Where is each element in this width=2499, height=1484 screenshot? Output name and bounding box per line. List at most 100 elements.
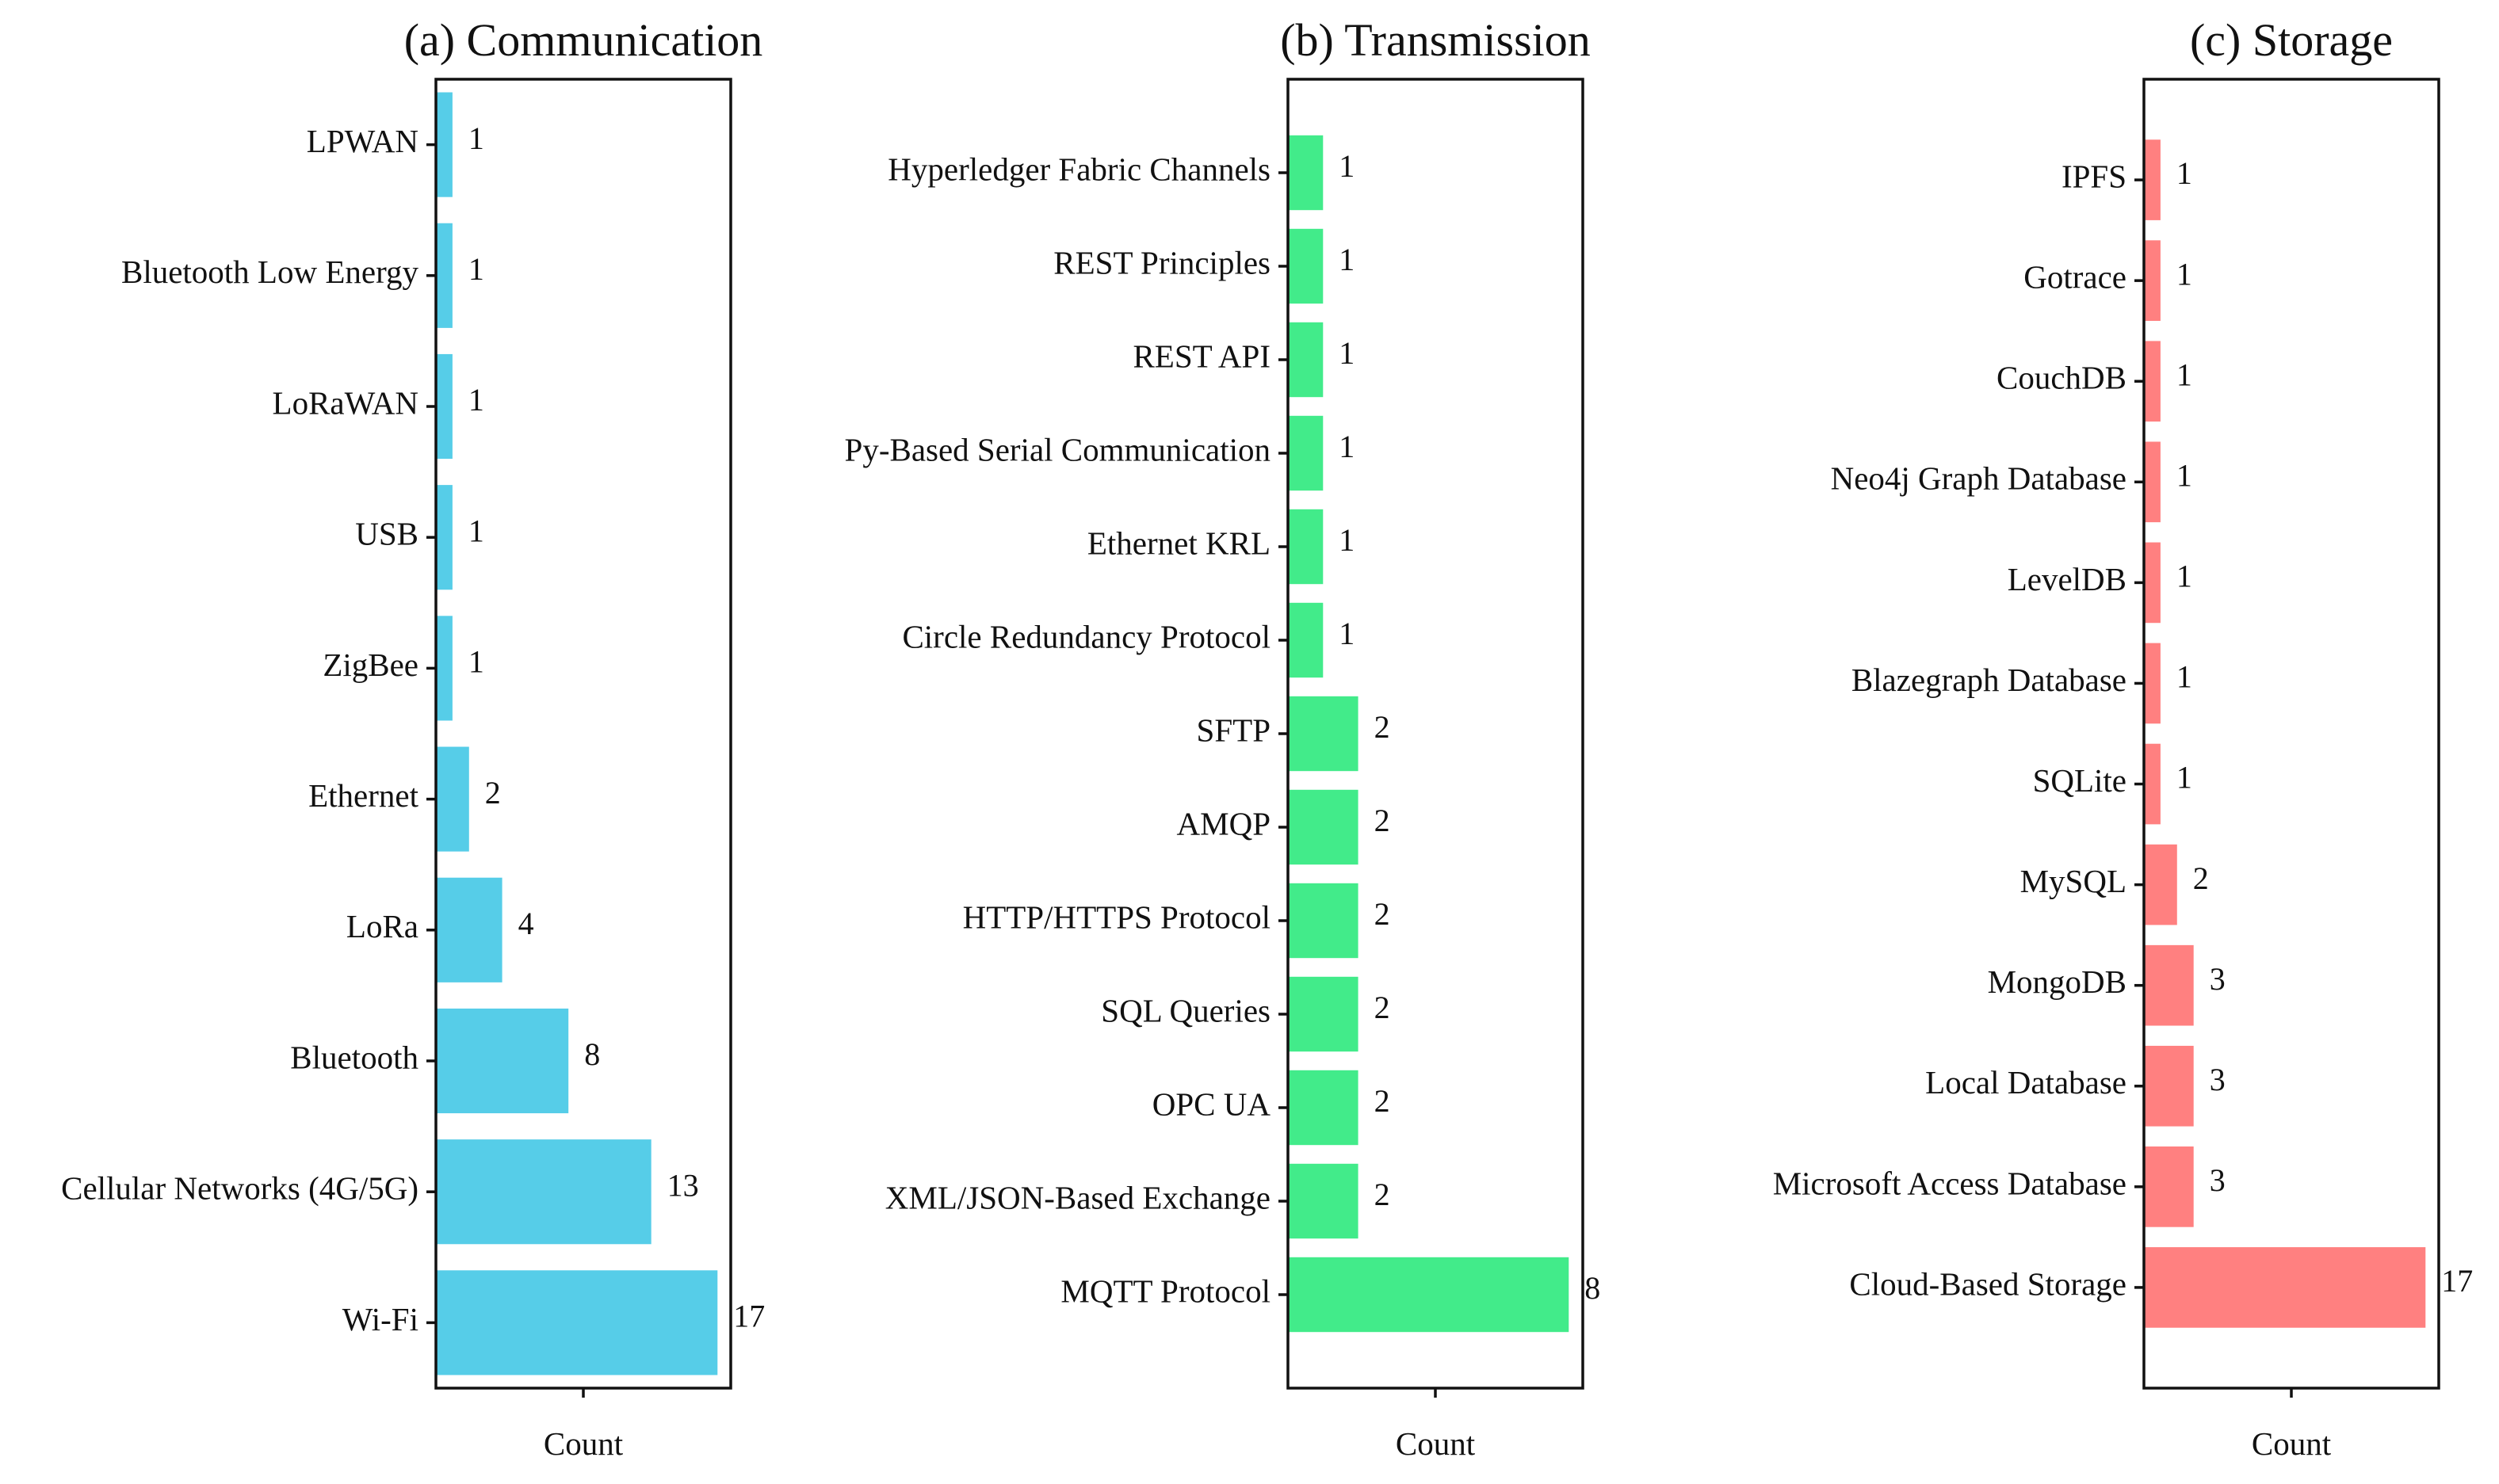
bar (2144, 944, 2194, 1026)
y-tick-label: LoRa (346, 908, 418, 944)
data-label: 1 (2176, 457, 2192, 493)
y-tick-label: Cellular Networks (4G/5G) (61, 1170, 418, 1207)
y-tick-label: MySQL (2020, 863, 2126, 899)
y-tick-label: LPWAN (307, 123, 418, 159)
data-label: 1 (1339, 148, 1355, 184)
data-label: 4 (518, 906, 534, 941)
bar (436, 877, 502, 982)
bar (2144, 139, 2161, 220)
bar (2144, 240, 2161, 321)
bar (2144, 1247, 2426, 1328)
data-label: 3 (2210, 961, 2226, 997)
bar (1288, 228, 1324, 304)
y-tick-label: MongoDB (1988, 963, 2126, 1000)
bar (1288, 1070, 1358, 1146)
y-tick-label: SQLite (2033, 762, 2126, 799)
data-label: 1 (468, 644, 484, 680)
y-tick-label: Bluetooth Low Energy (121, 254, 419, 290)
bar (1288, 602, 1324, 678)
data-label: 1 (468, 513, 484, 548)
data-label: 1 (2176, 357, 2192, 392)
x-axis-label: Count (544, 1425, 624, 1462)
y-tick-label: Wi-Fi (342, 1301, 418, 1337)
data-label: 2 (1374, 990, 1390, 1025)
data-label: 13 (667, 1167, 699, 1203)
y-tick-label: SFTP (1197, 711, 1271, 748)
data-label: 2 (1374, 1083, 1390, 1119)
data-label: 2 (2193, 860, 2209, 896)
x-axis-label: Count (1396, 1425, 1476, 1462)
y-tick-label: ZigBee (323, 647, 418, 683)
y-ticks (2134, 178, 2144, 1289)
data-label: 2 (1374, 803, 1390, 838)
bar (2144, 1146, 2194, 1227)
y-tick-label: HTTP/HTTPS Protocol (963, 898, 1271, 935)
bar (436, 1139, 651, 1245)
y-tick-label: XML/JSON-Based Exchange (885, 1179, 1271, 1215)
data-label: 1 (2176, 256, 2192, 292)
y-tick-label: Bluetooth (290, 1039, 418, 1075)
y-tick-label: CouchDB (1997, 360, 2126, 396)
data-label: 1 (2176, 760, 2192, 795)
y-tick-label: MQTT Protocol (1060, 1272, 1271, 1309)
panel-communication: (a) Communication LPWAN Bluetooth Low Ene… (61, 14, 765, 1462)
y-tick-label: Cloud-Based Storage (1849, 1265, 2126, 1302)
data-label: 8 (584, 1036, 600, 1072)
bar (436, 92, 453, 197)
bar (436, 353, 453, 460)
data-label: 2 (485, 775, 501, 811)
data-label: 17 (733, 1299, 765, 1334)
y-ticks (1278, 171, 1288, 1296)
data-label: 1 (1339, 242, 1355, 277)
y-tick-label: LevelDB (2008, 561, 2126, 597)
bar (1288, 1257, 1569, 1333)
y-tick-label: IPFS (2061, 158, 2126, 194)
data-label: 1 (1339, 335, 1355, 371)
data-label: 8 (1584, 1270, 1600, 1306)
bar (2144, 643, 2161, 724)
data-label: 2 (1374, 1177, 1390, 1212)
data-label: 1 (468, 251, 484, 287)
bar (1288, 789, 1358, 865)
data-label: 1 (2176, 155, 2192, 191)
chart-title: (b) Transmission (1280, 14, 1591, 66)
y-tick-label: Blazegraph Database (1851, 662, 2126, 698)
bar (1288, 883, 1358, 959)
data-label: 17 (2441, 1263, 2473, 1299)
y-tick-label: LoRaWAN (273, 384, 418, 421)
bar (1288, 135, 1324, 211)
data-label: 1 (468, 120, 484, 156)
x-axis-label: Count (2252, 1425, 2332, 1462)
y-tick-label: Ethernet (308, 777, 418, 814)
bar (1288, 976, 1358, 1052)
bars (1288, 135, 1569, 1333)
bar (2144, 1045, 2194, 1127)
data-label: 1 (1339, 522, 1355, 558)
y-tick-label: REST API (1133, 338, 1271, 374)
y-tick-label: Circle Redundancy Protocol (902, 618, 1271, 654)
bar (2144, 341, 2161, 422)
bars (2144, 139, 2426, 1328)
y-ticks (426, 143, 436, 1325)
y-tick-label: Microsoft Access Database (1773, 1165, 2126, 1201)
data-label: 1 (2176, 659, 2192, 695)
bar (436, 1270, 718, 1375)
bar (1288, 1163, 1358, 1239)
data-label: 1 (468, 382, 484, 418)
chart-title: (a) Communication (404, 14, 763, 66)
y-tick-label: REST Principles (1053, 244, 1271, 280)
panel-transmission: (b) Transmission Hyperledger Fabric Chan… (845, 14, 1601, 1462)
bar (436, 616, 453, 721)
data-label: 1 (1339, 429, 1355, 464)
bar (1288, 322, 1324, 398)
bar (436, 746, 469, 852)
data-label: 1 (2176, 559, 2192, 594)
bar (2144, 844, 2177, 925)
data-label: 3 (2210, 1162, 2226, 1198)
